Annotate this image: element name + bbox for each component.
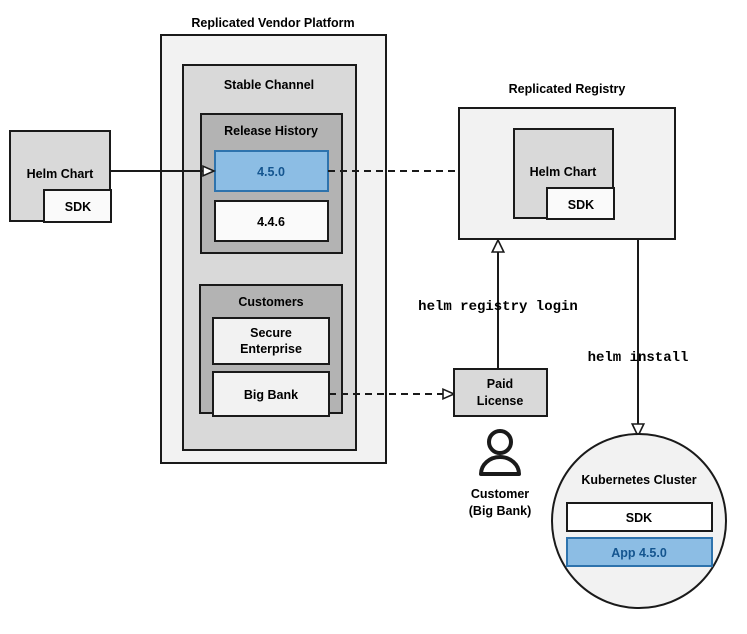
- cluster-item-label-0: SDK: [626, 511, 652, 525]
- source-sdk-box: [43, 189, 112, 223]
- cluster-item-app[interactable]: [566, 537, 713, 567]
- registry-title: Replicated Registry: [509, 82, 626, 96]
- kubernetes-cluster-title: Kubernetes Cluster: [581, 473, 696, 487]
- release-item-4-4-6[interactable]: [214, 200, 329, 242]
- source-helm-chart-title: Helm Chart: [27, 167, 95, 181]
- registry-helm-chart-title: Helm Chart: [530, 165, 598, 179]
- registry-sdk-label: SDK: [568, 198, 594, 212]
- arrowhead-license-to-registry: [490, 238, 506, 253]
- command-helm-registry-login: helm registry login: [418, 299, 578, 315]
- customer-person-icon: [479, 429, 521, 476]
- registry-sdk-box: [546, 187, 615, 220]
- customer-label-0-line1: Secure: [250, 326, 292, 340]
- cluster-item-label-1: App 4.5.0: [611, 546, 667, 560]
- release-version-label-1: 4.4.6: [257, 215, 285, 229]
- cluster-item-sdk[interactable]: [566, 502, 713, 532]
- customer-label-1-line1: Big Bank: [244, 388, 298, 402]
- customer-actor-label-line1: Customer: [471, 487, 529, 501]
- arrowhead-registry-to-cluster: [630, 423, 646, 438]
- customers-title: Customers: [238, 295, 303, 309]
- paid-license-box: [453, 368, 548, 417]
- customer-item-secure-enterprise[interactable]: [212, 317, 330, 365]
- release-history-title: Release History: [224, 124, 318, 138]
- arrowhead-chart-to-release: [202, 164, 217, 178]
- stable-channel-title: Stable Channel: [224, 78, 314, 92]
- release-version-label-0: 4.5.0: [257, 165, 285, 179]
- arrowhead-bigbank-to-license: [442, 387, 457, 401]
- command-helm-install: helm install: [588, 350, 689, 366]
- source-sdk-label: SDK: [65, 200, 91, 214]
- customer-actor-label-line2: (Big Bank): [469, 504, 532, 518]
- vendor-platform-title: Replicated Vendor Platform: [191, 16, 354, 30]
- customer-item-big-bank[interactable]: [212, 371, 330, 417]
- customer-label-0-line2: Enterprise: [240, 342, 302, 356]
- paid-license-label-line2: License: [477, 394, 524, 408]
- paid-license-label-line1: Paid: [487, 377, 513, 391]
